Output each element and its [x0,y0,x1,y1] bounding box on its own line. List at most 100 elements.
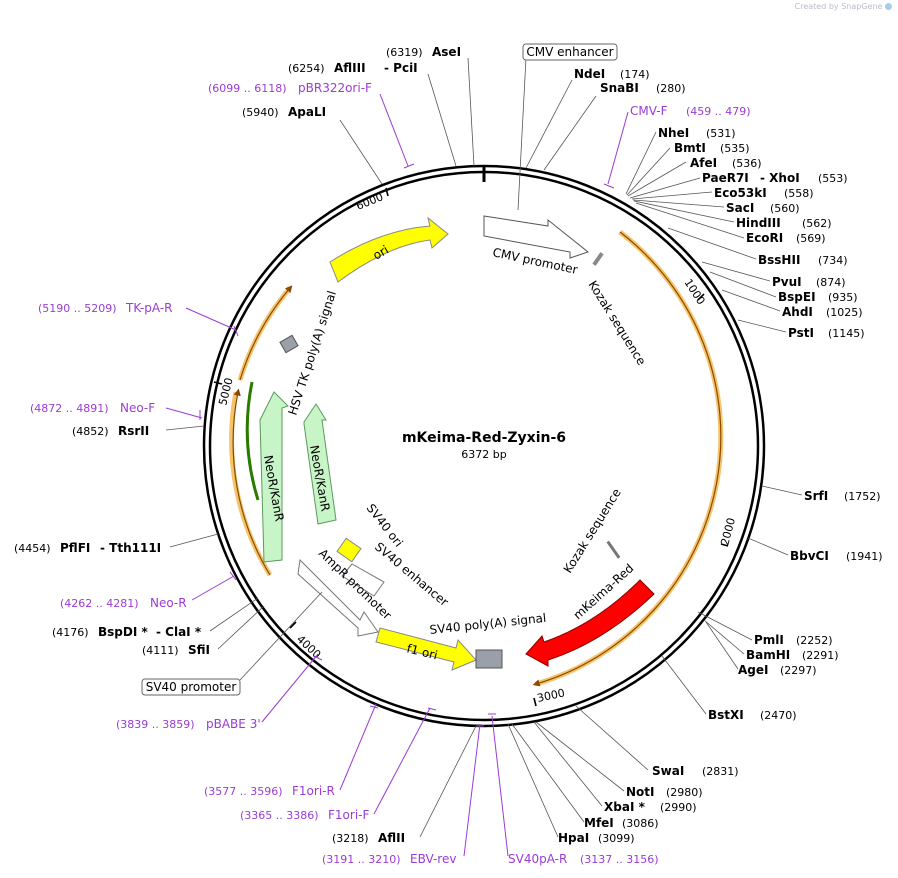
svg-text:PaeR7I: PaeR7I [702,171,749,185]
primer-sv40pa-r[interactable]: SV40pA-R(3137 .. 3156) [508,852,659,866]
feature-sv40-ori[interactable] [336,537,362,563]
enzyme-pflFI[interactable]: (4454)PflFI- Tth111I [14,541,161,555]
primer-ebv-rev[interactable]: (3191 .. 3210)EBV-rev [322,852,456,866]
snapgene-credit: Created by SnapGene [795,2,892,11]
enzyme-bspDI[interactable]: (4176)BspDI *- ClaI * [52,625,202,639]
svg-text:HindIII: HindIII [736,216,781,230]
svg-text:BmtI: BmtI [674,141,706,155]
feature-sv40-enhancer[interactable] [341,563,385,597]
enzyme-swaI[interactable]: SwaI(2831) [652,764,739,778]
svg-text:BamHI: BamHI [746,648,790,662]
svg-text:F1ori-F: F1ori-F [328,808,369,822]
svg-text:BssHII: BssHII [758,253,800,267]
svg-text:(4872 .. 4891): (4872 .. 4891) [30,402,109,415]
enzyme-srfI[interactable]: SrfI(1752) [804,489,881,503]
enzyme-ahdI[interactable]: AhdI(1025) [782,305,863,319]
enzyme-aseI[interactable]: (6319)AseI [386,45,461,59]
enzyme-paeR7I[interactable]: PaeR7I- XhoI(553) [702,171,848,185]
enzyme-sacI[interactable]: SacI(560) [726,201,800,215]
svg-text:(3086): (3086) [622,817,659,830]
feature-neor-kanr-inner[interactable] [303,403,337,525]
enzyme-nheI[interactable]: NheI(531) [658,126,736,140]
svg-text:(4852): (4852) [72,425,109,438]
svg-text:NdeI: NdeI [574,67,605,81]
enzyme-hindIII[interactable]: HindIII(562) [736,216,832,230]
svg-text:(2291): (2291) [802,649,839,662]
feature-f1-ori[interactable] [375,627,477,671]
feature-ori[interactable] [329,216,449,283]
svg-text:(1941): (1941) [846,550,883,563]
svg-text:- PciI: - PciI [384,61,418,75]
enzyme-xbaI[interactable]: XbaI *(2990) [604,800,697,814]
primer-pbr322ori-f[interactable]: (6099 .. 6118)pBR322ori-F [208,81,372,95]
svg-text:F1ori-R: F1ori-R [292,784,335,798]
svg-text:(6319): (6319) [386,46,423,59]
svg-text:(558): (558) [784,187,814,200]
feature-kozak-2[interactable] [606,540,621,559]
enzyme-pmlI[interactable]: PmlI(2252) [754,633,833,647]
primer-tk-pa-r[interactable]: (5190 .. 5209)TK-pA-R [38,301,173,315]
enzyme-notI[interactable]: NotI(2980) [626,785,703,799]
feature-sv40-polya[interactable] [475,649,503,669]
enzyme-sfiI[interactable]: (4111)SfiI [142,643,210,657]
svg-text:HpaI: HpaI [558,831,589,845]
enzyme-bssHII[interactable]: BssHII(734) [758,253,848,267]
enzyme-bamHI[interactable]: BamHI (2291) [746,648,839,662]
enzyme-snaBI[interactable]: SnaBI(280) [600,81,686,95]
feature-kozak-1[interactable] [592,252,604,266]
label-hsv-tk: HSV TK poly(A) signal [286,289,339,417]
svg-text:pBR322ori-F: pBR322ori-F [298,81,372,95]
svg-text:(2990): (2990) [660,801,697,814]
primer-f1ori-r[interactable]: (3577 .. 3596)F1ori-R [204,784,335,798]
svg-text:ApaLI: ApaLI [288,105,326,119]
feature-cmv-promoter[interactable] [483,215,590,259]
enzyme-aflII[interactable]: (3218)AflII [332,831,405,845]
svg-text:(5940): (5940) [242,106,279,119]
primer-neo-f[interactable]: (4872 .. 4891)Neo-F [30,401,155,415]
svg-text:SrfI: SrfI [804,489,828,503]
enzyme-rsrII[interactable]: (4852)RsrII [72,424,149,438]
enzyme-aflIII[interactable]: (6254)AflIII- PciI [288,61,418,75]
svg-text:PmlI: PmlI [754,633,784,647]
svg-text:BspDI *: BspDI * [98,625,148,639]
enzyme-ecoRI[interactable]: EcoRI(569) [746,231,826,245]
enzyme-pstI[interactable]: PstI(1145) [788,326,865,340]
enzyme-hpaI[interactable]: HpaI (3099) [558,831,635,845]
svg-text:Neo-R: Neo-R [150,596,187,610]
svg-text:(459 .. 479): (459 .. 479) [686,105,751,118]
enzyme-bspEI[interactable]: BspEI (935) [778,290,858,304]
enzyme-bmtI[interactable]: BmtI(535) [674,141,750,155]
svg-text:(3099): (3099) [598,832,635,845]
svg-text:SfiI: SfiI [188,643,210,657]
feature-neor-kanr-outer[interactable] [259,391,289,563]
enzyme-pvuI[interactable]: PvuI(874) [772,275,846,289]
svg-text:BspEI: BspEI [778,290,816,304]
feature-hsv-tk-polya[interactable] [279,334,299,354]
svg-text:(4176): (4176) [52,626,89,639]
primer-pbabe-3[interactable]: (3839 .. 3859)pBABE 3' [116,717,261,731]
enzyme-ageI[interactable]: AgeI(2297) [738,663,817,677]
enzyme-bstXI[interactable]: BstXI(2470) [708,708,797,722]
svg-text:SV40pA-R: SV40pA-R [508,852,567,866]
primer-f1ori-f[interactable]: (3365 .. 3386)F1ori-F [240,808,369,822]
svg-text:(3191 .. 3210): (3191 .. 3210) [322,853,401,866]
svg-text:EcoRI: EcoRI [746,231,783,245]
svg-text:(280): (280) [656,82,686,95]
enzyme-apaLI[interactable]: (5940) ApaLI [242,105,326,119]
enzyme-mfeI[interactable]: MfeI(3086) [584,816,659,830]
primer-neo-r[interactable]: (4262 .. 4281)Neo-R [60,596,187,610]
enzyme-ndeI[interactable]: NdeI(174) [574,67,650,81]
enzyme-leaders [165,57,803,838]
feature-mkeima-red[interactable] [525,579,655,667]
enzyme-afeI[interactable]: AfeI(536) [690,156,762,170]
svg-text:(935): (935) [828,291,858,304]
backbone-inner [208,170,760,722]
svg-text:3000: 3000 [536,686,566,705]
primer-cmv-f[interactable]: CMV-F(459 .. 479) [630,104,751,118]
feature-ampr-promoter[interactable] [297,558,379,637]
svg-text:- Tth111I: - Tth111I [100,541,161,555]
svg-text:6000: 6000 [354,190,385,213]
enzyme-bbvCI[interactable]: BbvCI(1941) [790,549,883,563]
enzyme-eco53kI[interactable]: Eco53kI(558) [714,186,814,200]
